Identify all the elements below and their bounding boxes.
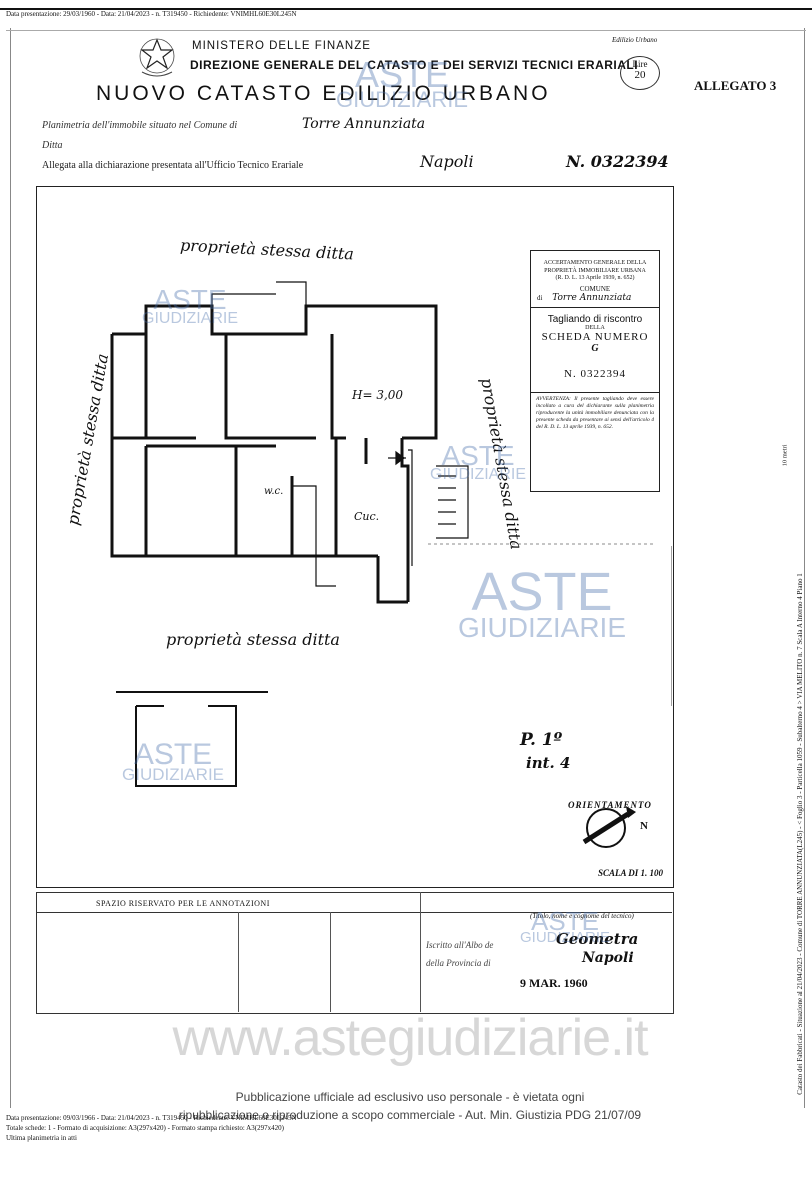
owner-bottom-note: proprietà stessa ditta <box>166 630 340 649</box>
scale-label: SCALA DI 1. 100 <box>598 868 664 878</box>
stamp-law: (R. D. L. 13 Aprile 1939, n. 652) <box>555 275 635 281</box>
side-vertical-info: Catasto dei Fabbricati - Situazione al 2… <box>796 573 804 1095</box>
header-right-small: Edilizio Urbano <box>612 36 658 44</box>
signature-date: 9 MAR. 1960 <box>520 976 588 990</box>
annotation-col-3 <box>420 892 421 1012</box>
annotation-col-1 <box>238 912 239 1012</box>
annotation-box <box>36 892 674 1014</box>
stamp-comune-value: Torre Annunziata <box>552 293 632 303</box>
orientation-label: ORIENTAMENTO <box>568 800 652 810</box>
signature-geometra: Geometra <box>556 930 639 948</box>
office-value: Napoli <box>420 152 474 171</box>
bottom-line-3: Ultima planimetria in atti <box>6 1134 77 1142</box>
technician-caption: (Titolo, nome e cognome del tecnico) <box>530 912 634 920</box>
notice-line-1: Pubblicazione ufficiale ad esclusivo uso… <box>235 1090 585 1104</box>
stamp-number: N. 0322394 <box>564 368 626 380</box>
right-margin-line <box>804 28 805 1108</box>
ministry-title: MINISTERO DELLE FINANZE <box>192 40 371 52</box>
height-label: H= 3,00 <box>352 388 404 402</box>
stamp-comune: COMUNE <box>579 285 611 293</box>
emblem-icon <box>139 38 175 77</box>
municipality-value: Torre Annunziata <box>302 116 426 132</box>
fee-value: 20 <box>634 69 646 81</box>
north-label: N <box>640 820 648 832</box>
document-number: N. 0322394 <box>566 152 669 171</box>
annotation-divider <box>36 912 672 913</box>
plan-frame <box>36 186 674 888</box>
bottom-line-2: Totale schede: 1 - Formato di acquisizio… <box>6 1124 284 1132</box>
bottom-line-1: Data presentazione: 09/03/1966 - Data: 2… <box>6 1114 297 1122</box>
interior-label: int. 4 <box>526 754 571 772</box>
stamp-scheda: SCHEDA NUMERO <box>541 331 649 343</box>
stamp-della: DELLA <box>585 325 605 331</box>
top-submission-line: Data presentazione: 29/03/1960 - Data: 2… <box>6 10 297 18</box>
top-border <box>0 8 812 10</box>
floor-label: P. 1º <box>520 730 563 750</box>
stamp-scheda-letter: G <box>591 343 599 354</box>
direction-title: DIREZIONE GENERALE DEL CATASTO E DEI SER… <box>190 58 639 72</box>
side-scale-mark: 10 metri <box>781 444 789 467</box>
stamp-tagliando: Tagliando di riscontro <box>547 314 643 325</box>
kitchen-label: Cuc. <box>354 510 380 523</box>
provincia-label: della Provincia di <box>426 958 491 968</box>
stamp-warning: AVVERTENZA: Il presente tagliando deve e… <box>536 396 654 430</box>
annotation-title: SPAZIO RISERVATO PER LE ANNOTAZIONI <box>96 899 270 908</box>
allegato-label: ALLEGATO 3 <box>694 78 777 93</box>
catasto-title: NUOVO CATASTO EDILIZIO URBANO <box>96 82 551 105</box>
watermark-site: www.astegiudiziarie.it <box>172 1009 648 1067</box>
floor-plan-drawing <box>110 281 672 848</box>
wc-label: w.c. <box>264 486 284 497</box>
fee-stamp: Lire 20 <box>620 56 660 90</box>
albo-label: Iscritto all'Albo de <box>426 940 494 950</box>
notice-line-2: ripubblicazione o riproduzione a scopo c… <box>178 1108 642 1122</box>
attached-label: Allegata alla dichiarazione presentata a… <box>42 160 304 171</box>
owner-label: Ditta <box>42 140 63 151</box>
fee-label: Lire <box>632 59 648 69</box>
compass-icon <box>582 806 636 848</box>
property-label: Planimetria dell'immobile situato nel Co… <box>42 120 238 131</box>
stamp-di: di <box>537 294 543 302</box>
signature-city: Napoli <box>582 950 634 966</box>
riscontro-stamp: ACCERTAMENTO GENERALE DELLA PROPRIETÀ IM… <box>530 250 660 492</box>
top-margin-line <box>6 30 806 31</box>
stamp-header: ACCERTAMENTO GENERALE DELLA PROPRIETÀ IM… <box>543 260 647 274</box>
annotation-col-2 <box>330 912 331 1012</box>
left-margin-line <box>10 28 11 1108</box>
